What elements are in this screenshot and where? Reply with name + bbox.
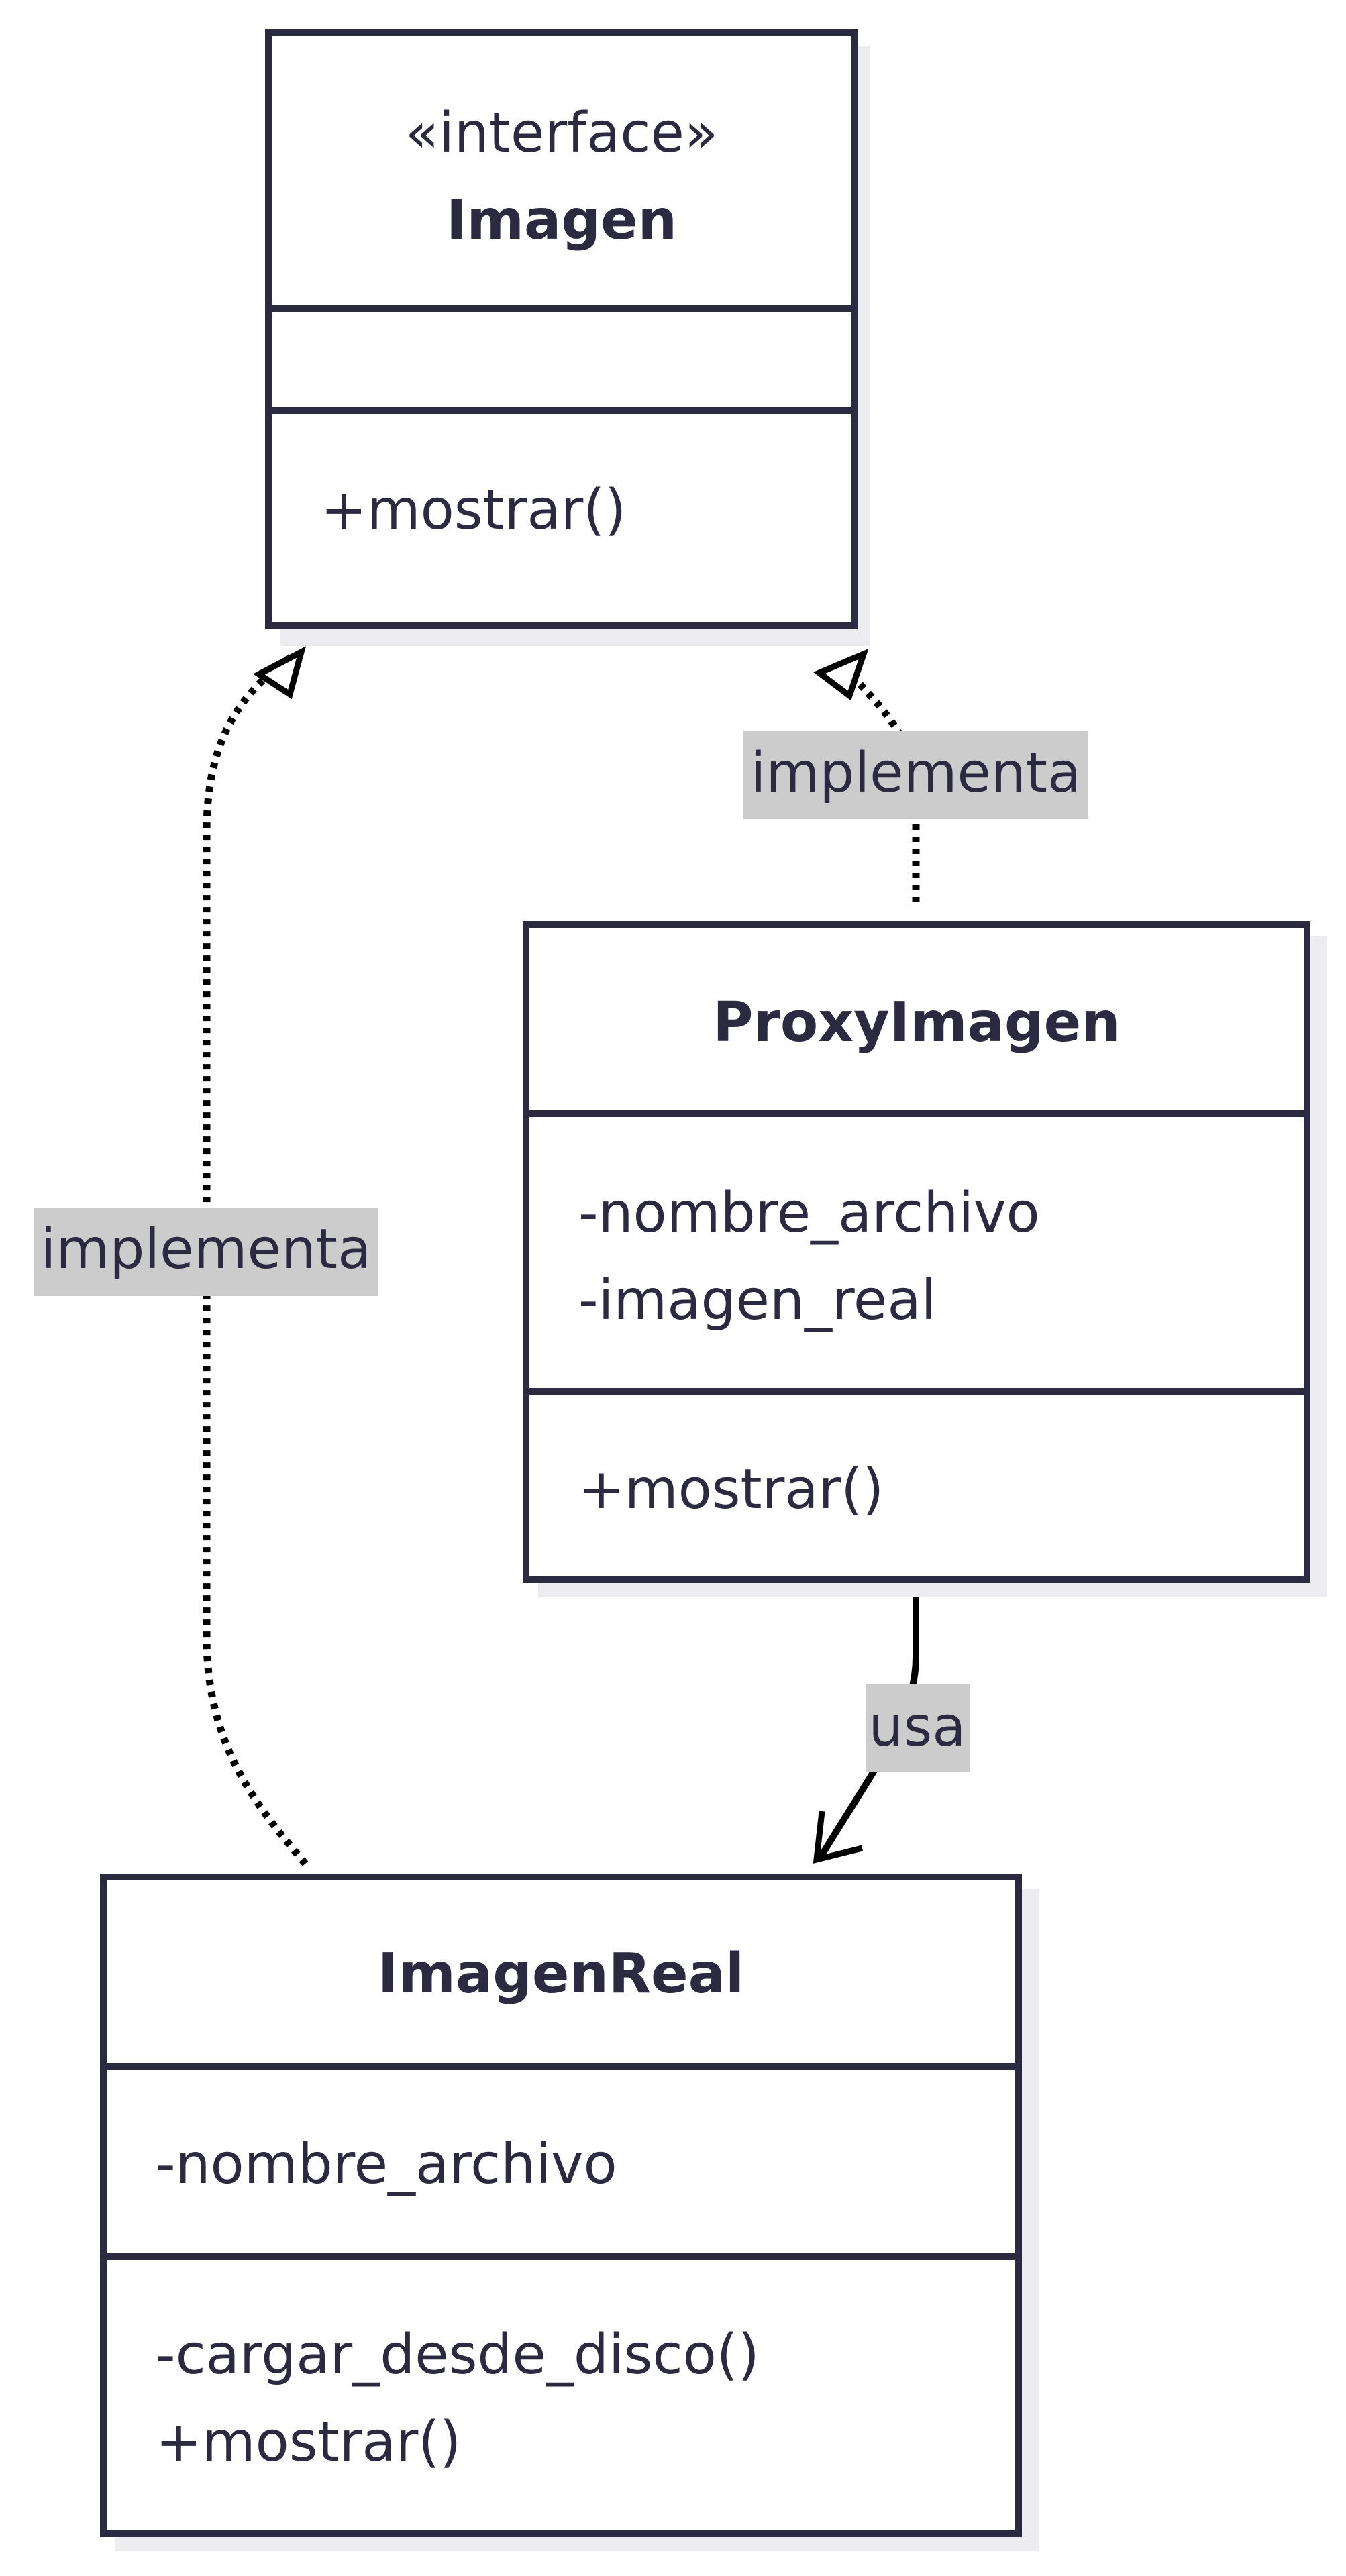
class-proxy-imagen-name: ProxyImagen [713, 991, 1120, 1055]
relation-real-implements: implementa [34, 646, 378, 1866]
class-proxy-imagen-method: +mostrar() [578, 1458, 884, 1521]
class-imagen-method: +mostrar() [321, 478, 626, 542]
class-imagen-real-box [100, 1874, 1022, 2537]
class-imagen-box [265, 29, 858, 629]
class-imagen-name: Imagen [446, 189, 677, 252]
relation-proxy-uses-real: usa [813, 1580, 970, 1864]
class-imagen-real-name: ImagenReal [378, 1942, 744, 2006]
class-imagen-real-method: +mostrar() [156, 2410, 461, 2474]
class-imagen-real[interactable]: ImagenReal -nombre_archivo -cargar_desde… [100, 1874, 1039, 2551]
proxy-implements-arrowhead [813, 648, 869, 701]
class-imagen-real-attribute: -nombre_archivo [156, 2133, 617, 2196]
real-implements-label: implementa [41, 1218, 372, 1281]
relation-proxy-implements: implementa [743, 648, 1088, 902]
proxy-uses-real-label: usa [869, 1695, 966, 1759]
class-imagen-stereotype: «interface» [405, 101, 718, 165]
real-implements-label-bg [34, 1208, 378, 1296]
class-imagen-real-method: -cargar_desde_disco() [156, 2323, 760, 2387]
real-implements-line [203, 651, 309, 1866]
class-proxy-imagen-attribute: -nombre_archivo [578, 1181, 1040, 1245]
proxy-uses-real-arrowhead [813, 1811, 864, 1864]
proxy-implements-label: implementa [751, 741, 1082, 805]
real-implements-arrowhead [253, 646, 307, 700]
proxy-uses-real-label-bg [866, 1684, 970, 1772]
class-proxy-imagen[interactable]: ProxyImagen -nombre_archivo -imagen_real… [523, 921, 1327, 1597]
proxy-implements-label-bg [743, 731, 1088, 819]
class-proxy-imagen-attribute: -imagen_real [578, 1269, 936, 1332]
class-proxy-imagen-box [523, 921, 1310, 1583]
class-imagen[interactable]: «interface» Imagen +mostrar() [265, 29, 870, 646]
